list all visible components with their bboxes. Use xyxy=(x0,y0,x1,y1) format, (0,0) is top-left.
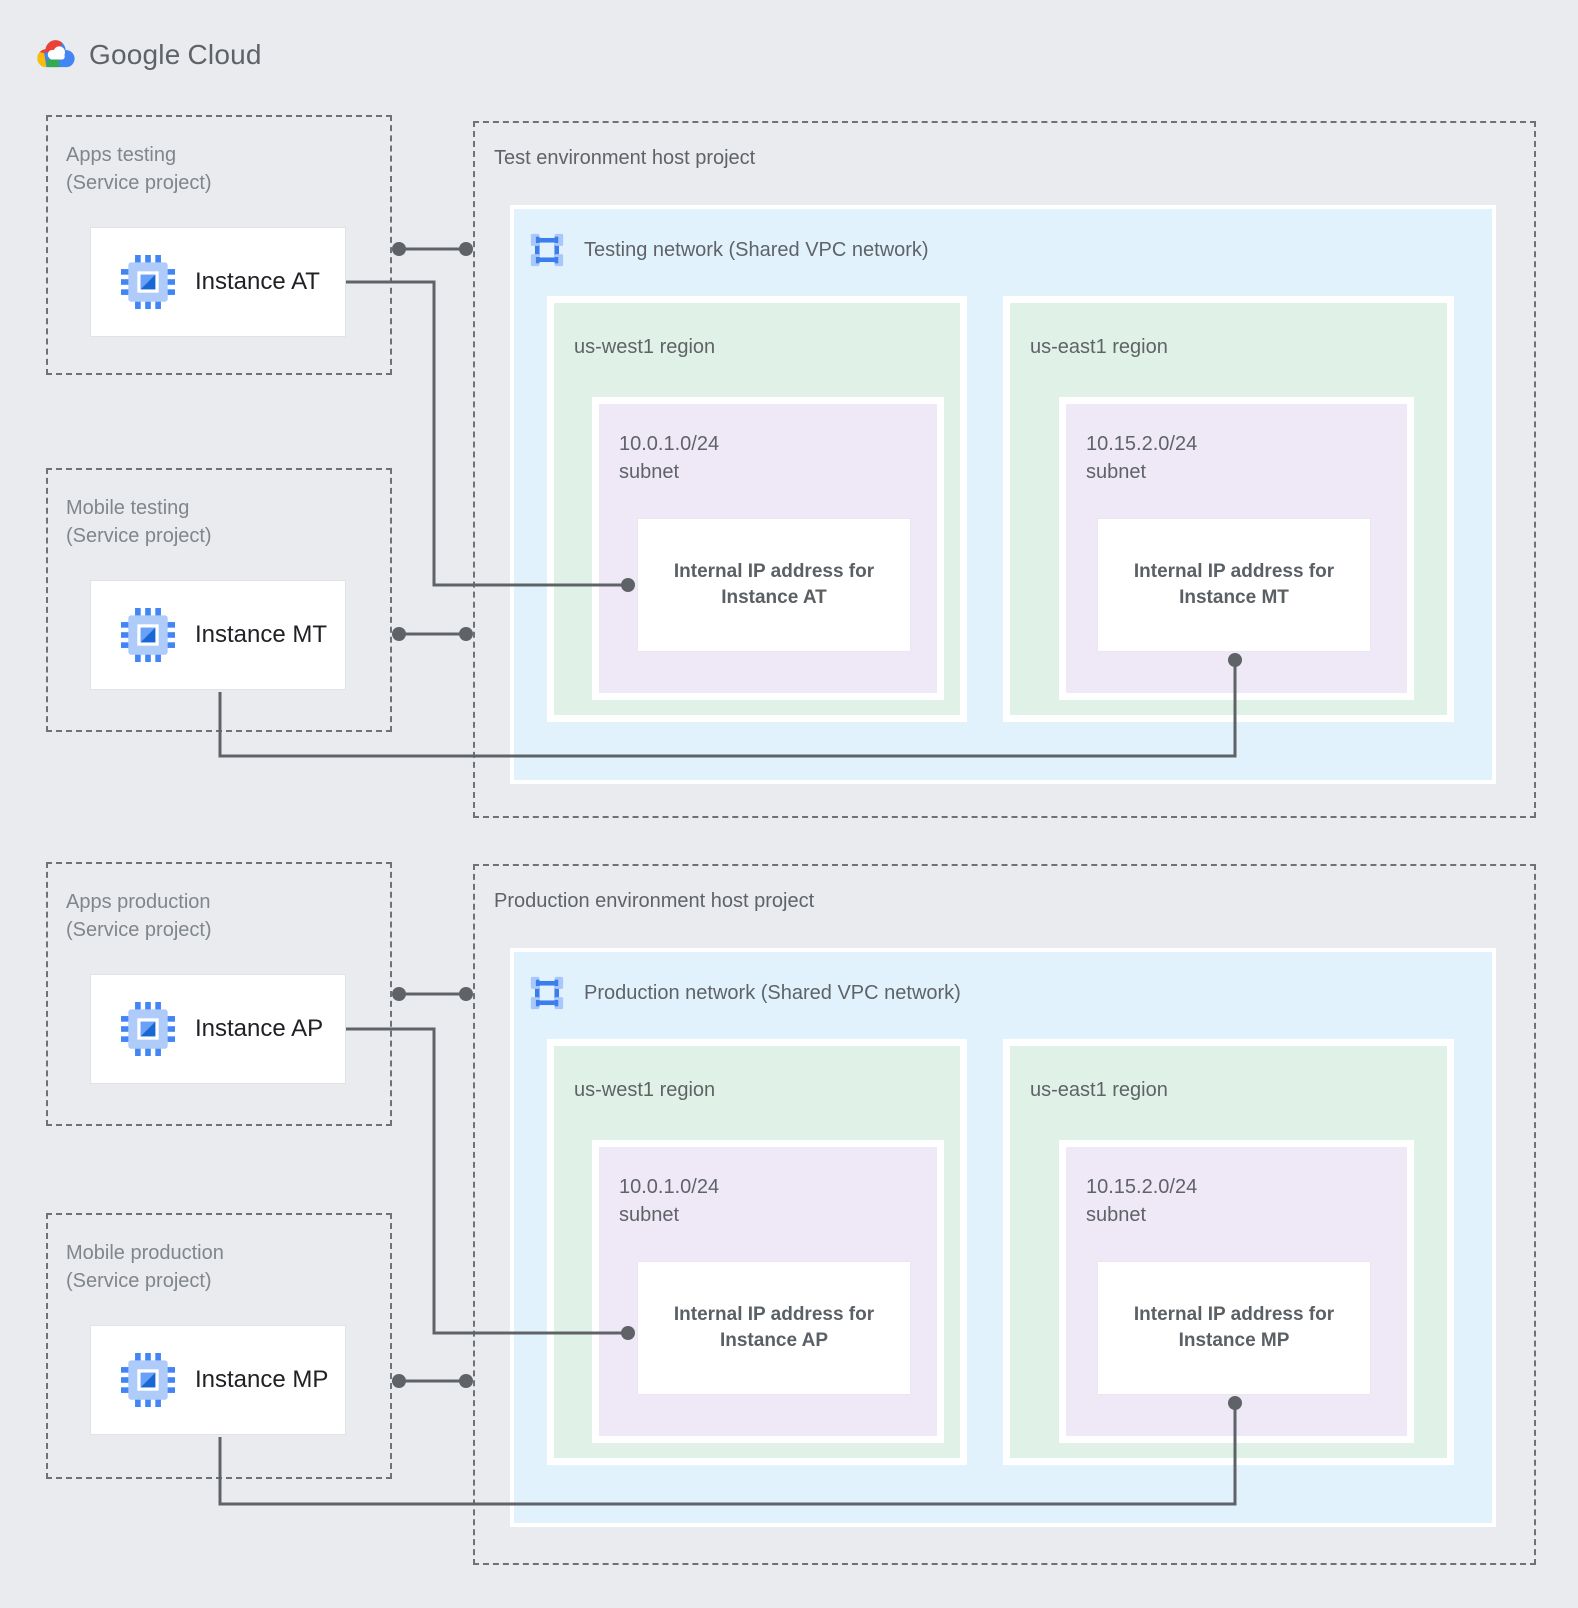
subnet-box: 10.15.2.0/24 subnet Internal IP address … xyxy=(1059,1140,1414,1443)
ip-line1: Internal IP address for xyxy=(1133,1304,1335,1325)
subnet-box: 10.0.1.0/24 subnet Internal IP address f… xyxy=(592,397,944,700)
subnet-cidr: 10.0.1.0/24 xyxy=(619,1176,720,1198)
subnet-cidr: 10.15.2.0/24 xyxy=(1086,1176,1198,1198)
ip-line1: Internal IP address for xyxy=(673,561,875,582)
service-project-title-line2: (Service project) xyxy=(66,919,212,941)
instance-label: Instance AP xyxy=(195,1015,324,1042)
logo-brand: Google xyxy=(89,38,181,70)
instance-box-mt: Instance MT xyxy=(90,580,346,690)
region-us-west1: us-west1 region 10.0.1.0/24 subnet Inter… xyxy=(547,1039,967,1465)
instance-box-mp: Instance MP xyxy=(90,1325,346,1435)
subnet-label: 10.0.1.0/24 subnet xyxy=(619,1173,719,1229)
internal-ip-box-mp: Internal IP address for Instance MP xyxy=(1097,1261,1371,1395)
ip-line2: Instance MT xyxy=(1179,587,1289,608)
instance-label: Instance MT xyxy=(195,621,328,648)
stub-dot xyxy=(392,987,406,1001)
service-project-title: Mobile production (Service project) xyxy=(66,1239,224,1295)
subnet-label: 10.0.1.0/24 subnet xyxy=(619,430,719,486)
instance-box-at: Instance AT xyxy=(90,227,346,337)
service-project-title-line1: Mobile testing xyxy=(66,497,190,519)
stub-dot xyxy=(392,242,406,256)
network-header: Testing network (Shared VPC network) xyxy=(528,231,929,269)
stub-dot xyxy=(459,1374,473,1388)
compute-engine-icon xyxy=(121,608,175,662)
service-project-title: Apps production (Service project) xyxy=(66,888,212,944)
ip-line2: Instance AT xyxy=(721,587,827,608)
service-project-apps-production: Apps production (Service project) Instan… xyxy=(46,862,392,1126)
ip-line1: Internal IP address for xyxy=(673,1304,875,1325)
region-label: us-east1 region xyxy=(1030,336,1168,358)
subnet-word: subnet xyxy=(619,461,680,483)
ip-line1: Internal IP address for xyxy=(1133,561,1335,582)
subnet-cidr: 10.0.1.0/24 xyxy=(619,433,720,455)
subnet-word: subnet xyxy=(1086,1204,1147,1226)
network-header: Production network (Shared VPC network) xyxy=(528,974,961,1012)
stub-dot xyxy=(459,242,473,256)
instance-label: Instance MP xyxy=(195,1366,329,1393)
service-project-title-line1: Mobile production xyxy=(66,1242,224,1264)
internal-ip-box-ap: Internal IP address for Instance AP xyxy=(637,1261,911,1395)
vpc-network-icon xyxy=(530,976,564,1010)
instance-label: Instance AT xyxy=(195,268,320,295)
service-project-title: Apps testing (Service project) xyxy=(66,141,212,197)
service-project-title-line2: (Service project) xyxy=(66,525,212,547)
compute-engine-icon xyxy=(121,1002,175,1056)
ip-line2: Instance MP xyxy=(1178,1330,1290,1351)
subnet-label: 10.15.2.0/24 subnet xyxy=(1086,1173,1197,1229)
service-project-mobile-testing: Mobile testing (Service project) Instanc… xyxy=(46,468,392,732)
host-project-title: Production environment host project xyxy=(494,890,815,912)
subnet-word: subnet xyxy=(619,1204,680,1226)
service-project-title-line2: (Service project) xyxy=(66,172,212,194)
subnet-cidr: 10.15.2.0/24 xyxy=(1086,433,1198,455)
region-us-east1: us-east1 region 10.15.2.0/24 subnet Inte… xyxy=(1003,296,1454,722)
internal-ip-box-at: Internal IP address for Instance AT xyxy=(637,518,911,652)
ip-line2: Instance AP xyxy=(719,1330,829,1351)
stub-dot xyxy=(392,1374,406,1388)
vpc-network-icon xyxy=(530,233,564,267)
service-project-title-line1: Apps production xyxy=(66,891,211,913)
service-project-mobile-production: Mobile production (Service project) Inst… xyxy=(46,1213,392,1479)
service-project-title-line2: (Service project) xyxy=(66,1270,212,1292)
host-project-test: Test environment host project Testing ne… xyxy=(473,121,1536,818)
subnet-word: subnet xyxy=(1086,461,1147,483)
subnet-label: 10.15.2.0/24 subnet xyxy=(1086,430,1197,486)
service-project-apps-testing: Apps testing (Service project) Instance … xyxy=(46,115,392,375)
compute-engine-icon xyxy=(121,255,175,309)
region-label: us-west1 region xyxy=(574,1079,716,1101)
shared-vpc-network-testing: Testing network (Shared VPC network) us-… xyxy=(510,205,1496,784)
region-us-east1: us-east1 region 10.15.2.0/24 subnet Inte… xyxy=(1003,1039,1454,1465)
shared-vpc-network-production: Production network (Shared VPC network) … xyxy=(510,948,1496,1527)
internal-ip-box-mt: Internal IP address for Instance MT xyxy=(1097,518,1371,652)
region-label: us-east1 region xyxy=(1030,1079,1168,1101)
stub-dot xyxy=(459,987,473,1001)
google-cloud-icon xyxy=(34,37,78,72)
instance-box-ap: Instance AP xyxy=(90,974,346,1084)
compute-engine-icon xyxy=(121,1353,175,1407)
service-project-title: Mobile testing (Service project) xyxy=(66,494,212,550)
network-label: Production network (Shared VPC network) xyxy=(584,981,961,1004)
subnet-box: 10.15.2.0/24 subnet Internal IP address … xyxy=(1059,397,1414,700)
logo-product: Cloud xyxy=(187,38,262,70)
host-project-production: Production environment host project Prod… xyxy=(473,864,1536,1565)
stub-dot xyxy=(392,627,406,641)
host-project-title: Test environment host project xyxy=(494,147,756,169)
service-project-title-line1: Apps testing xyxy=(66,144,177,166)
network-label: Testing network (Shared VPC network) xyxy=(584,238,929,261)
region-us-west1: us-west1 region 10.0.1.0/24 subnet Inter… xyxy=(547,296,967,722)
region-label: us-west1 region xyxy=(574,336,716,358)
stub-dot xyxy=(459,627,473,641)
subnet-box: 10.0.1.0/24 subnet Internal IP address f… xyxy=(592,1140,944,1443)
